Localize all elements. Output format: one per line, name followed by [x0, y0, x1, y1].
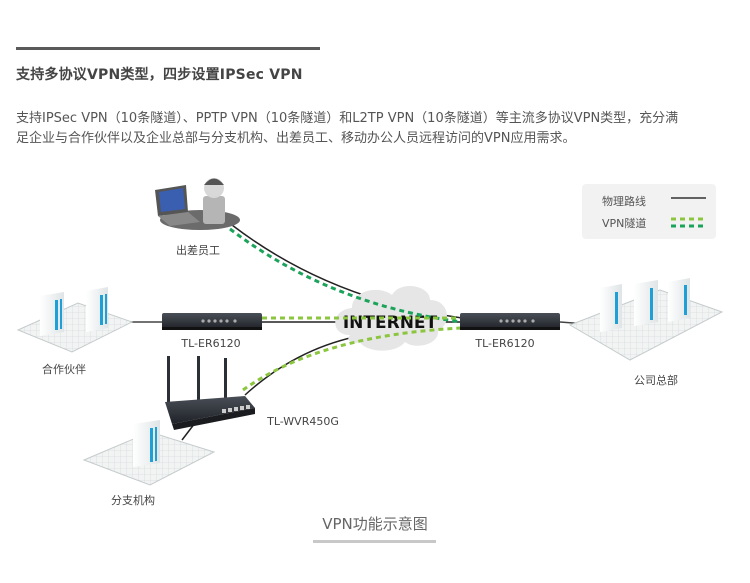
headquarters-label: 公司总部 [634, 373, 678, 387]
left-router-label: TL-ER6120 [180, 337, 240, 350]
section-description: 支持IPSec VPN（10条隧道）、PPTP VPN（10条隧道）和L2TP … [16, 109, 736, 149]
vpn-network-diagram: 物理路线 VPN隧道 INTERNET [16, 178, 724, 507]
wireless-router-node: TL-WVR450G [165, 356, 339, 430]
partner-node: 合作伙伴 [16, 287, 134, 376]
left-router-node: TL-ER6120 [162, 313, 262, 350]
section-heading: 支持多协议VPN类型，四步设置IPSec VPN [16, 67, 303, 83]
wireless-router-label: TL-WVR450G [266, 415, 339, 428]
internet-label: INTERNET [343, 313, 438, 333]
partner-label: 合作伙伴 [42, 362, 86, 376]
right-router-node: TL-ER6120 [460, 313, 560, 350]
legend: 物理路线 VPN隧道 [582, 184, 716, 239]
description-line-1: 支持IPSec VPN（10条隧道）、PPTP VPN（10条隧道）和L2TP … [16, 111, 679, 126]
traveler-label: 出差员工 [176, 243, 220, 257]
branch-label: 分支机构 [111, 493, 155, 507]
diagram-caption: VPN功能示意图 [322, 515, 428, 533]
headquarters-node: 公司总部 [568, 278, 724, 387]
legend-physical-label: 物理路线 [602, 194, 646, 208]
buildings-icon [16, 287, 134, 353]
tunnel-branch-hq [242, 326, 463, 392]
router-icon [460, 313, 560, 330]
wireless-router-icon [165, 356, 255, 430]
buildings-icon [568, 278, 724, 361]
top-divider [16, 47, 320, 50]
building-icon [82, 420, 216, 486]
tunnel-traveler-hq [229, 227, 463, 324]
router-icon [162, 313, 262, 330]
description-line-2: 足企业与合作伙伴以及企业总部与分支机构、出差员工、移动办公人员远程访问的VPN应… [16, 131, 576, 146]
caption-underline [313, 540, 436, 543]
branch-node: 分支机构 [82, 420, 216, 507]
vpn-tunnels [229, 227, 463, 392]
traveler-node: 出差员工 [155, 178, 240, 257]
legend-vpn-label: VPN隧道 [602, 216, 646, 230]
laptop-user-icon [155, 178, 240, 230]
right-router-label: TL-ER6120 [474, 337, 534, 350]
legend-box [582, 184, 716, 239]
